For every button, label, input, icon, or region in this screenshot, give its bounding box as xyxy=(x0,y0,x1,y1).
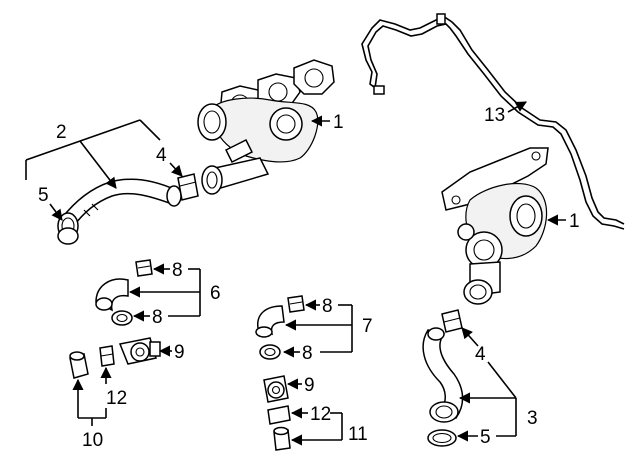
callout-6: 6 xyxy=(210,283,221,304)
intake-hose-top-part xyxy=(57,173,199,245)
callout-9-left: 9 xyxy=(174,342,185,363)
callout-3: 3 xyxy=(527,408,538,429)
callout-1-right: 1 xyxy=(569,211,580,232)
callout-13: 13 xyxy=(484,105,505,126)
connector-parts-11-12 xyxy=(267,405,291,451)
turbocharger-right-part xyxy=(441,147,549,305)
callout-1-top: 1 xyxy=(333,112,344,133)
callout-11: 11 xyxy=(348,424,368,445)
callout-9-mid: 9 xyxy=(304,375,315,396)
hose-assembly-7 xyxy=(255,295,305,360)
callout-12-mid: 12 xyxy=(310,404,331,425)
hose-assembly-6 xyxy=(95,259,153,326)
pipe-line-part xyxy=(361,13,625,230)
connector-parts-10-12 xyxy=(69,345,115,379)
callout-2: 2 xyxy=(56,122,67,143)
callout-5-right: 5 xyxy=(480,427,491,448)
callout-4-top: 4 xyxy=(156,145,167,166)
callout-12-left: 12 xyxy=(106,388,127,409)
callout-8-c: 8 xyxy=(322,296,333,317)
leader-lines xyxy=(25,101,566,446)
callout-8-b: 8 xyxy=(152,307,163,328)
callout-8-a: 8 xyxy=(172,260,183,281)
intake-hose-bottom-part xyxy=(422,309,464,447)
valve-part-9-left xyxy=(118,337,161,365)
callout-4-right: 4 xyxy=(475,344,486,365)
callout-7: 7 xyxy=(362,316,373,337)
callout-8-d: 8 xyxy=(302,343,313,364)
callout-labels: 1 1 2 3 4 4 5 5 6 7 8 8 8 8 9 9 10 11 12… xyxy=(38,105,580,451)
callout-5-left: 5 xyxy=(38,185,49,206)
valve-part-9-mid xyxy=(263,375,289,403)
turbocharger-top-part xyxy=(197,59,335,195)
callout-10: 10 xyxy=(82,430,103,451)
